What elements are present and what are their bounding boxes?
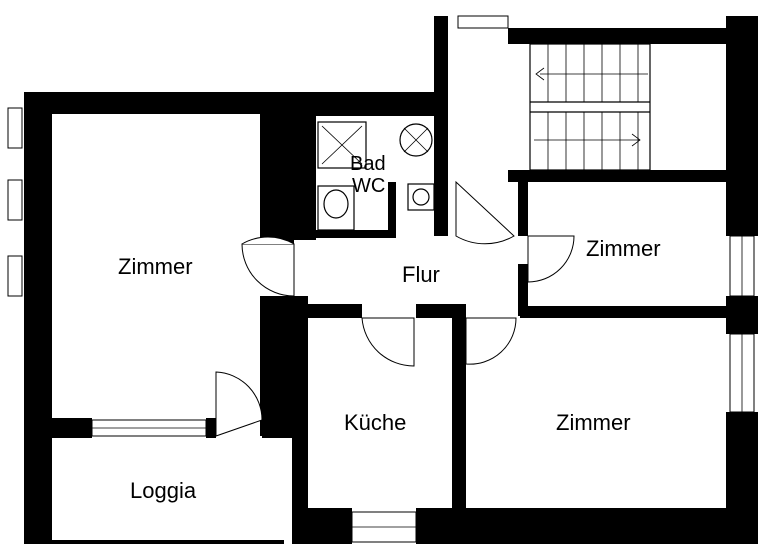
room-label-zimmer-right-top: Zimmer: [586, 236, 661, 261]
walls: [24, 16, 758, 544]
bathroom-fixtures: [317, 121, 435, 231]
doors: [215, 15, 575, 437]
room-label-zimmer-left: Zimmer: [118, 254, 193, 279]
room-label-bad: Bad: [350, 153, 386, 175]
room-label-zimmer-right-bottom: Zimmer: [556, 410, 631, 435]
room-label-kueche: Küche: [344, 410, 406, 435]
room-label-wc: WC: [352, 175, 385, 197]
room-labels: Zimmer Bad WC Flur Zimmer Küche Zimmer L…: [118, 153, 661, 503]
room-label-flur: Flur: [402, 262, 440, 287]
staircase: [529, 43, 651, 171]
windows: [7, 107, 755, 543]
room-label-loggia: Loggia: [130, 478, 197, 503]
